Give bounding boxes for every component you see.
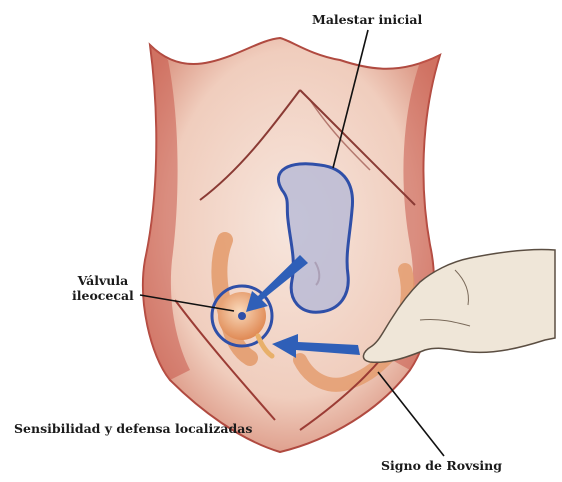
label-valvula-ileocecal: Válvula ileocecal: [72, 273, 134, 303]
label-signo-rovsing: Signo de Rovsing: [381, 458, 502, 473]
label-malestar-inicial: Malestar inicial: [312, 12, 422, 27]
label-valvula-line2: ileocecal: [72, 288, 134, 303]
ileocecal-valve-dot: [238, 312, 246, 320]
label-valvula-line1: Válvula: [72, 273, 134, 288]
label-sensibilidad: Sensibilidad y defensa localizadas: [14, 421, 252, 436]
leader-rovsing: [378, 372, 444, 456]
